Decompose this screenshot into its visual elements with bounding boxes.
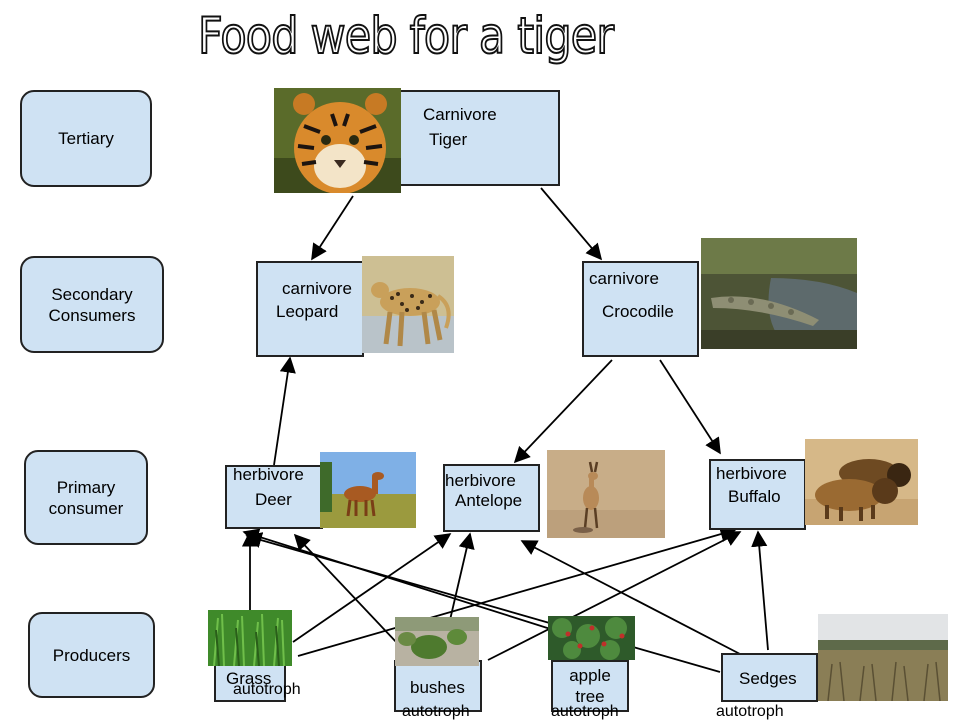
sedges-node: Sedges [721, 653, 818, 702]
apple-tree-photo [548, 616, 635, 660]
deer-photo [320, 452, 416, 528]
arrow-tiger-crocodile [541, 188, 601, 259]
crocodile-role: carnivore [589, 268, 659, 289]
leopard-photo [362, 256, 454, 353]
sedges-autotroph-label: autotroph [716, 703, 784, 721]
tiger-node: Carnivore Tiger [396, 90, 560, 186]
arrow-crocodile-buffalo [660, 360, 720, 453]
crocodile-node: carnivore Crocodile [582, 261, 699, 357]
apple-tree-autotroph-label: autotroph [551, 703, 619, 721]
antelope-name: Antelope [455, 490, 522, 511]
bushes-photo [395, 617, 479, 666]
grass-autotroph-label: autotroph [233, 681, 301, 699]
arrow-sedges-buffalo [758, 532, 768, 650]
deer-name: Deer [255, 489, 292, 510]
antelope-photo [547, 450, 665, 538]
tiger-photo [274, 88, 401, 193]
tiger-name: Tiger [429, 129, 467, 150]
antelope-node: herbivore Antelope [443, 464, 540, 532]
buffalo-role: herbivore [716, 463, 787, 484]
leopard-name: Leopard [276, 301, 338, 322]
arrow-deer-leopard [274, 358, 290, 465]
apple-tree-name: apple tree [553, 665, 627, 707]
leopard-node: carnivore Leopard [256, 261, 364, 357]
bushes-autotroph-label: autotroph [402, 703, 470, 721]
sedges-name: Sedges [739, 668, 797, 689]
antelope-role: herbivore [445, 470, 516, 491]
arrow-bushes-deer [295, 535, 398, 644]
bushes-name: bushes [410, 677, 465, 698]
arrow-tiger-leopard [312, 196, 353, 259]
buffalo-node: herbivore Buffalo [709, 459, 806, 530]
crocodile-photo [701, 238, 857, 349]
tiger-role: Carnivore [423, 104, 497, 125]
crocodile-name: Crocodile [602, 301, 674, 322]
deer-role: herbivore [233, 464, 304, 485]
buffalo-photo [805, 439, 918, 525]
arrow-crocodile-antelope [515, 360, 612, 462]
grass-photo [208, 610, 292, 666]
leopard-role: carnivore [282, 278, 352, 299]
sedges-photo [818, 614, 948, 701]
deer-node: herbivore Deer [225, 465, 323, 529]
arrow-sedges-deer [247, 536, 720, 672]
buffalo-name: Buffalo [728, 486, 781, 507]
